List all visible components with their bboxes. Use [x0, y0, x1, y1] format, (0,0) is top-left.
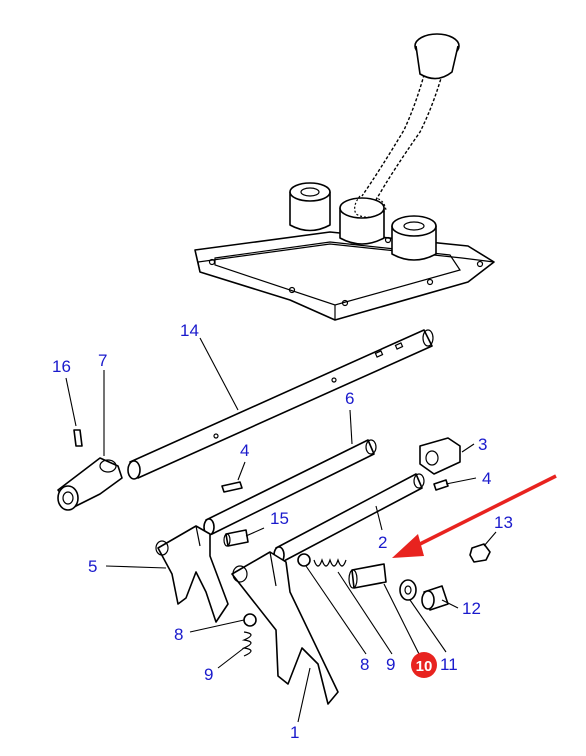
callout-4-right: 4 [482, 469, 491, 488]
leader-lines [65, 337, 497, 723]
part-9-spring-right [313, 558, 347, 567]
part-14-selector-rod [127, 329, 434, 480]
callout-1: 1 [290, 723, 299, 742]
callout-11: 11 [440, 655, 458, 674]
part-12-plug [421, 585, 449, 611]
part-4-pin-left [221, 481, 243, 493]
callout-16: 16 [52, 357, 71, 376]
callout-2: 2 [378, 533, 387, 552]
callout-10: 10 [416, 658, 433, 675]
callout-9-right: 9 [386, 655, 395, 674]
part-15-roller [223, 529, 249, 547]
part-1-shift-fork [231, 551, 339, 705]
part-9-spring-left [241, 631, 252, 657]
callout-13: 13 [494, 513, 513, 532]
callout-7: 7 [98, 351, 107, 370]
callout-12: 12 [462, 599, 481, 618]
callout-8-right: 8 [360, 655, 369, 674]
callout-3: 3 [478, 435, 487, 454]
top-cover-assembly [194, 33, 495, 321]
callout-4-left: 4 [240, 441, 249, 460]
part-13-nut [469, 543, 491, 563]
highlight-arrow [392, 474, 557, 558]
callout-10-badge [411, 652, 437, 678]
callout-5: 5 [88, 557, 97, 576]
part-2-selector-rod [273, 473, 425, 564]
part-6-selector-rod [203, 439, 377, 536]
part-10-plunger [348, 563, 387, 589]
part-7-coupling [57, 457, 123, 511]
callout-6: 6 [345, 389, 354, 408]
callout-9-left: 9 [204, 665, 213, 684]
part-8-ball-left [243, 613, 257, 627]
callout-15: 15 [270, 509, 289, 528]
part-16-pin [73, 429, 83, 447]
part-8-ball-right [297, 553, 311, 567]
part-4-pin-right [433, 479, 449, 491]
callout-14: 14 [180, 321, 199, 340]
part-5-shift-fork [155, 525, 229, 623]
callout-8-left: 8 [174, 625, 183, 644]
part-11-washer [399, 579, 417, 601]
part-3-block [419, 437, 461, 475]
